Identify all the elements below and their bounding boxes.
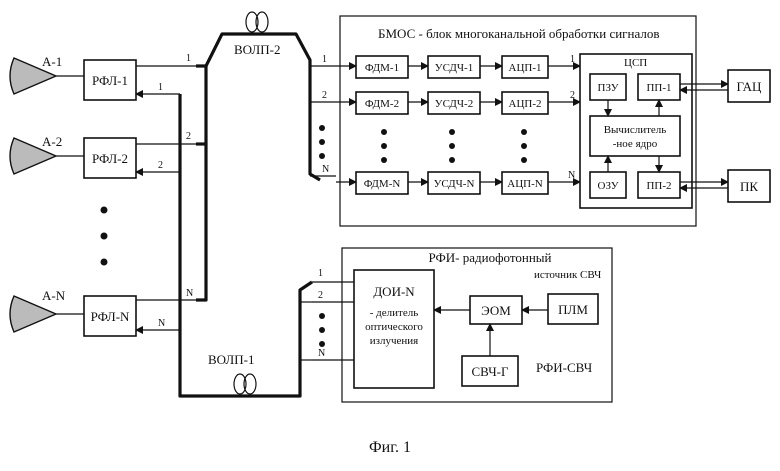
antenna-1-label: А-1 <box>42 54 62 69</box>
csp-in-n: N <box>568 170 575 181</box>
acp-1-label: АЦП-1 <box>509 62 542 74</box>
pk-label: ПК <box>740 179 758 194</box>
gac-label: ГАЦ <box>737 79 762 94</box>
csp-in-1: 1 <box>570 54 575 65</box>
acp-2-label: АЦП-2 <box>509 98 542 110</box>
usdch-1-label: УСДЧ-1 <box>435 62 473 74</box>
ch-label-1: 1 <box>186 53 191 64</box>
doi-label-3: оптического <box>365 321 423 333</box>
fdm-n-label: ФДМ-N <box>364 178 401 190</box>
csp-label: ЦСП <box>624 57 647 69</box>
core-box <box>590 116 680 156</box>
plm-label: ПЛМ <box>558 302 588 317</box>
figure-caption: Фиг. 1 <box>369 439 411 456</box>
volp-1-label: ВОЛП-1 <box>208 352 254 367</box>
pp2-label: ПП-2 <box>646 180 671 192</box>
ellipsis-dots-bmos <box>319 125 527 163</box>
ellipsis-dots-left <box>101 207 108 266</box>
usdch-n-label: УСДЧ-N <box>434 178 475 190</box>
csp-in-2: 2 <box>570 90 575 101</box>
antenna-n-label: А-N <box>42 288 66 303</box>
core-label-2: -ное ядро <box>613 138 658 150</box>
pzu-label: ПЗУ <box>598 82 619 94</box>
acp-n-label: АЦП-N <box>507 178 542 190</box>
doi-label-1: ДОИ-N <box>373 284 415 299</box>
bmos-ch-2: 2 <box>322 90 327 101</box>
usdch-2-label: УСДЧ-2 <box>435 98 473 110</box>
row-arrows <box>336 66 580 182</box>
svch-g-label: СВЧ-Г <box>472 364 509 379</box>
bmos-ch-n: N <box>322 164 329 175</box>
bmos-ch-1: 1 <box>322 54 327 65</box>
volp-2-label: ВОЛП-2 <box>234 42 280 57</box>
fdm-2-label: ФДМ-2 <box>365 98 399 110</box>
rfl-1-label: РФЛ-1 <box>92 73 128 88</box>
doi-label-2: - делитель <box>370 307 418 319</box>
core-label-1: Вычислитель <box>604 124 667 136</box>
ch-label-in-2: 2 <box>158 160 163 171</box>
doi-out-1: 1 <box>318 268 323 279</box>
ch-label-in-1: 1 <box>158 82 163 93</box>
doi-out-n: N <box>318 348 325 359</box>
eom-label: ЭОМ <box>481 303 511 318</box>
doi-out-2: 2 <box>318 290 323 301</box>
doi-label-4: излучения <box>370 335 418 347</box>
pp1-label: ПП-1 <box>646 82 671 94</box>
rfi-title-1: РФИ- радиофотонный <box>429 250 552 265</box>
ellipsis-dots-doi <box>319 313 325 347</box>
ozu-label: ОЗУ <box>598 180 619 192</box>
volp-1-fiber <box>180 94 312 396</box>
ch-label-2: 2 <box>186 131 191 142</box>
fdm-1-label: ФДМ-1 <box>365 62 399 74</box>
ch-label-n: N <box>186 288 193 299</box>
ch-label-in-n: N <box>158 318 165 329</box>
rfi-title-2: источник СВЧ <box>534 269 601 281</box>
rfl-n-label: РФЛ-N <box>91 309 130 324</box>
antenna-2-label: А-2 <box>42 134 62 149</box>
bmos-title: БМОС - блок многоканальной обработки сиг… <box>378 26 659 41</box>
rfl-2-label: РФЛ-2 <box>92 151 128 166</box>
rfi-svch-label: РФИ-СВЧ <box>536 360 593 375</box>
